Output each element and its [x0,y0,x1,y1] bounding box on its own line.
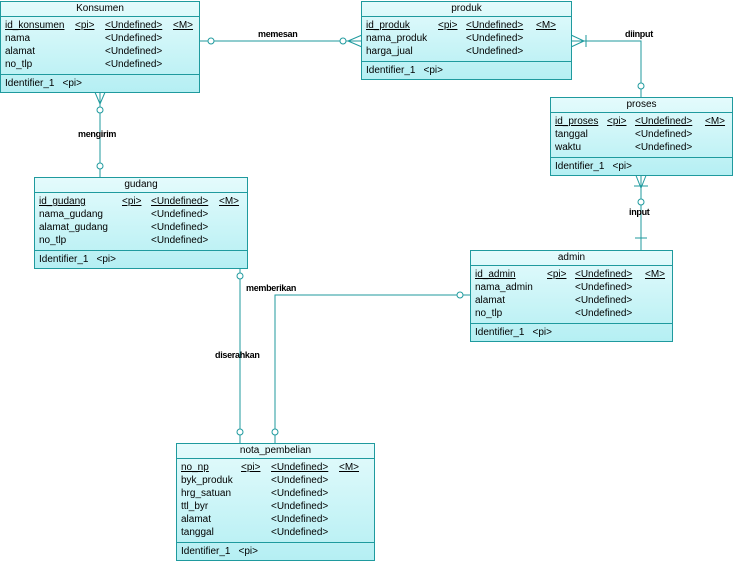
identifier-row: Identifier_1<pi> [555,161,632,172]
attribute-list: id_admin<pi><Undefined><M> nama_admin<Un… [471,266,672,324]
identifier-row: Identifier_1<pi> [475,327,552,338]
line-diinput [571,40,642,97]
attribute-row: nama_produk<Undefined> [366,33,524,44]
entity-title: admin [471,251,672,266]
attribute-row: alamat_gudang<Undefined> [39,222,209,233]
entity-gudang[interactable]: gudang id_gudang<pi><Undefined><M> nama_… [34,177,248,269]
entity-title: nota_pembelian [177,444,374,459]
rel-label-memesan: memesan [258,29,298,39]
optional-marker [339,37,347,45]
attribute-row: id_proses<pi><Undefined><M> [555,116,726,127]
entity-title: gudang [35,178,247,193]
attribute-row: id_admin<pi><Undefined><M> [475,269,666,280]
attribute-list: id_produk<pi><Undefined><M> nama_produk<… [362,17,571,62]
crowfoot-marker [93,89,107,106]
crowfoot-marker [346,34,363,48]
optional-marker [207,37,215,45]
entity-title: Konsumen [1,2,199,17]
optional-marker [456,291,464,299]
identifier-row: Identifier_1<pi> [181,546,258,557]
attribute-list: id_proses<pi><Undefined><M> tanggal<Unde… [551,113,732,158]
attribute-row: no_tlp<Undefined> [475,308,633,319]
attribute-row: harga_jual<Undefined> [366,46,524,57]
attribute-row: nama<Undefined> [5,33,163,44]
crowfoot-marker [570,34,586,48]
attribute-row: tanggal<Undefined> [181,527,329,538]
attribute-row: id_konsumen<pi><Undefined><M> [5,20,194,31]
attribute-row: nama_admin<Undefined> [475,282,633,293]
attribute-row: no_tlp<Undefined> [39,235,209,246]
attribute-row: hrg_satuan<Undefined> [181,488,329,499]
rel-label-input: input [629,207,650,217]
line-memberikan [274,294,470,443]
attribute-row: alamat<Undefined> [5,46,163,57]
attribute-row: alamat<Undefined> [181,514,329,525]
attribute-list: id_konsumen<pi><Undefined><M> nama<Undef… [1,17,199,75]
identifier-row: Identifier_1<pi> [39,254,116,265]
attribute-row: ttl_byr<Undefined> [181,501,329,512]
attribute-row: id_produk<pi><Undefined><M> [366,20,557,31]
attribute-row: nama_gudang<Undefined> [39,209,209,220]
optional-marker [96,106,104,114]
rel-label-memberikan: memberikan [246,283,297,293]
attribute-row: waktu<Undefined> [555,142,693,153]
optional-marker [96,162,104,170]
attribute-list: id_gudang<pi><Undefined><M> nama_gudang<… [35,193,247,251]
entity-title: produk [362,2,571,17]
optional-marker [637,198,645,206]
attribute-row: tanggal<Undefined> [555,129,693,140]
rel-label-mengirim: mengirim [78,129,117,139]
attribute-row: no_tlp<Undefined> [5,59,163,70]
identifier-row: Identifier_1<pi> [366,65,443,76]
attribute-row: id_gudang<pi><Undefined><M> [39,196,240,207]
optional-marker [236,428,244,436]
attribute-row: no_np<pi><Undefined><M> [181,462,360,473]
entity-proses[interactable]: proses id_proses<pi><Undefined><M> tangg… [550,97,733,176]
optional-marker [236,272,244,280]
attribute-list: no_np<pi><Undefined><M> byk_produk<Undef… [177,459,374,543]
identifier-row: Identifier_1<pi> [5,78,82,89]
optional-marker [637,82,645,90]
entity-produk[interactable]: produk id_produk<pi><Undefined><M> nama_… [361,1,572,80]
crowfoot-marker [634,172,648,190]
entity-admin[interactable]: admin id_admin<pi><Undefined><M> nama_ad… [470,250,673,342]
attribute-row: byk_produk<Undefined> [181,475,329,486]
optional-marker [271,428,279,436]
attribute-row: alamat<Undefined> [475,295,633,306]
rel-label-diserahkan: diserahkan [215,350,260,360]
rel-label-diinput: diinput [625,29,653,39]
entity-title: proses [551,98,732,113]
entity-nota-pembelian[interactable]: nota_pembelian no_np<pi><Undefined><M> b… [176,443,375,561]
entity-konsumen[interactable]: Konsumen id_konsumen<pi><Undefined><M> n… [0,1,200,93]
